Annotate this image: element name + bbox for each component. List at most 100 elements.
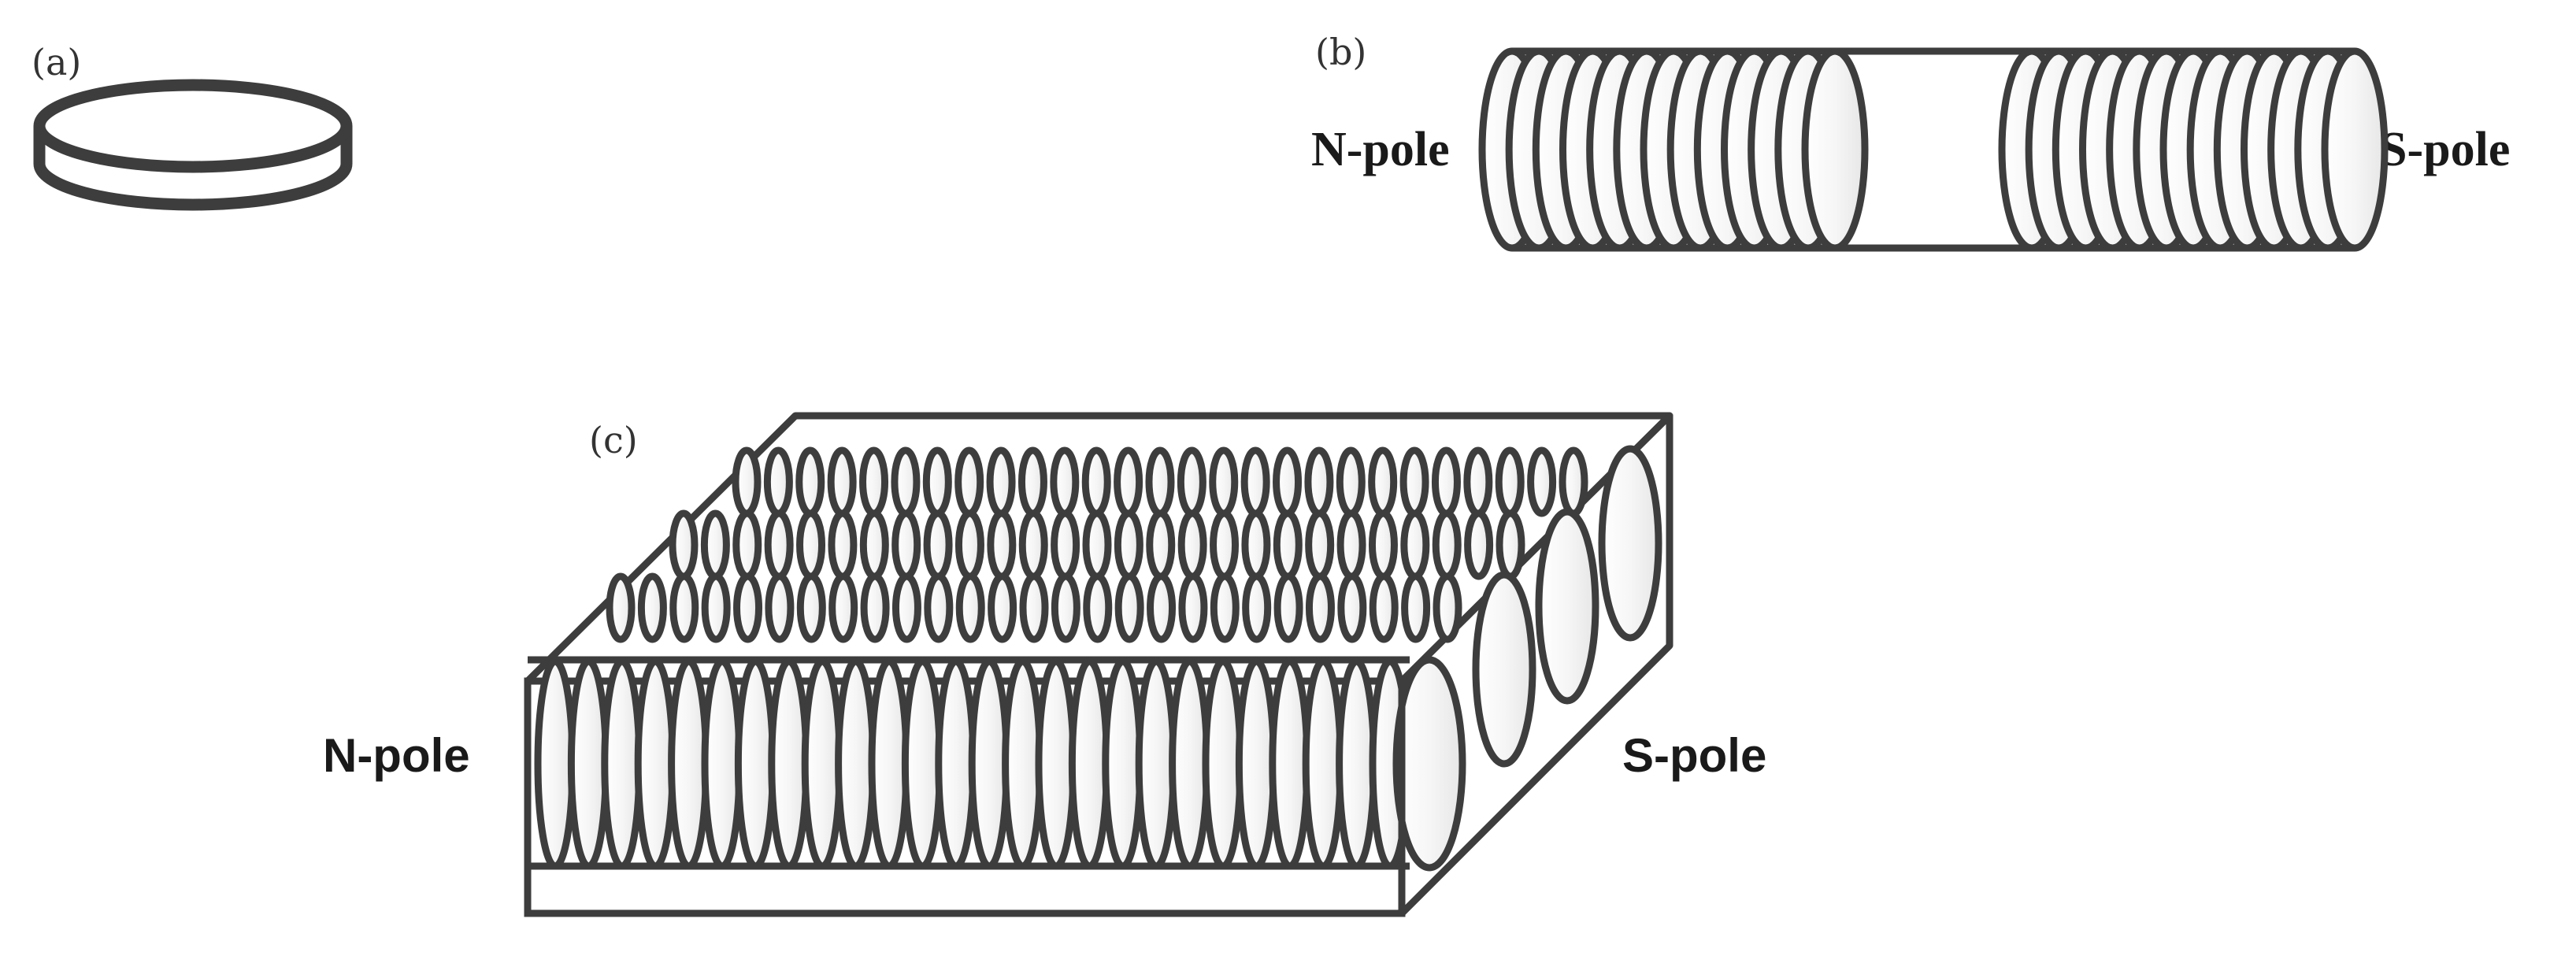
panel-a: (a)	[32, 41, 353, 211]
disc-magnet	[968, 657, 1010, 870]
disc-magnet	[1146, 509, 1176, 580]
disc-magnet	[1114, 572, 1144, 643]
disc-magnet	[601, 657, 643, 870]
disc-stack-right	[1998, 47, 2389, 252]
disc-magnet	[764, 509, 794, 580]
disc-magnet	[1368, 446, 1398, 517]
disc-magnet	[1135, 657, 1177, 870]
disc-magnet	[567, 657, 610, 870]
disc-magnet	[1210, 572, 1240, 643]
panel-c-label: (c)	[589, 419, 638, 461]
disc-magnet	[835, 657, 877, 870]
disc-magnet	[1068, 657, 1110, 870]
disc-magnet	[1051, 509, 1080, 580]
disc-magnet	[700, 509, 730, 580]
panel-c: (c) N-pole S-pole	[323, 412, 1766, 917]
disc-magnet	[901, 657, 943, 870]
disc-magnet	[1169, 657, 1211, 870]
disc-magnet	[1369, 572, 1399, 643]
disc-magnet	[1102, 657, 1144, 870]
magnet-row-back-2	[669, 508, 1599, 705]
disc-magnet	[669, 572, 699, 643]
disc-magnet	[1147, 572, 1177, 643]
disc-magnet	[1464, 509, 1494, 580]
disc-magnet	[701, 657, 743, 870]
disc-magnet	[1081, 446, 1111, 517]
disc-magnet	[1273, 446, 1303, 517]
disc-magnet	[1463, 446, 1493, 517]
disc-magnet	[988, 572, 1017, 643]
s-pole-label-b: S-pole	[2380, 123, 2510, 176]
disc-magnet	[2321, 47, 2389, 252]
panel-b: (b) N-pole S-pole	[1311, 31, 2510, 252]
disc-magnet	[1202, 657, 1244, 870]
disc-magnet	[701, 572, 731, 643]
disc-magnet	[868, 657, 910, 870]
disc-magnet	[860, 572, 890, 643]
disc-magnet	[1431, 446, 1461, 517]
disc-magnet	[1336, 446, 1366, 517]
disc-magnet	[1242, 572, 1272, 643]
disc-magnet	[796, 509, 826, 580]
disc-magnet	[859, 509, 889, 580]
disc-magnet	[1336, 509, 1366, 580]
disc-magnet	[954, 509, 984, 580]
disc-magnet	[1177, 509, 1207, 580]
disc-magnet	[1433, 572, 1462, 643]
disc-magnet	[859, 446, 889, 517]
disc-magnet	[1051, 572, 1080, 643]
disc-magnet	[1399, 446, 1429, 517]
disc-magnet	[1018, 509, 1048, 580]
disc-magnet	[1401, 572, 1431, 643]
magnet-row-front	[524, 656, 1466, 917]
row-end-disc	[1472, 571, 1536, 768]
s-pole-label-c: S-pole	[1622, 729, 1766, 782]
disc-magnet	[1495, 446, 1525, 517]
disc-stack-b	[1478, 47, 2389, 252]
disc-magnet	[891, 572, 921, 643]
disc-magnet	[1496, 509, 1525, 580]
disc-magnet	[768, 657, 810, 870]
disc-magnet	[891, 446, 921, 517]
disc-magnet	[987, 509, 1017, 580]
disc-magnet	[1801, 47, 1869, 252]
row-end-disc	[1598, 445, 1662, 642]
disc-magnet	[634, 657, 676, 870]
disc-magnet	[1269, 657, 1311, 870]
disc-magnet	[891, 509, 921, 580]
single-disc-magnet	[33, 79, 353, 211]
disc-magnet	[1337, 572, 1367, 643]
disc-magnet	[1035, 657, 1077, 870]
disc-magnet	[1559, 446, 1588, 517]
disc-magnet	[1082, 509, 1112, 580]
disc-magnet	[1019, 572, 1049, 643]
disc-magnet	[924, 572, 954, 643]
disc-magnet	[1273, 572, 1303, 643]
disc-magnet	[1241, 509, 1271, 580]
disc-magnet	[935, 657, 977, 870]
disc-magnet	[954, 446, 984, 517]
panel-a-label: (a)	[32, 41, 81, 83]
disc-magnet	[733, 572, 763, 643]
disc-magnet	[765, 572, 795, 643]
magnet-row-back-1	[732, 445, 1662, 642]
disc-magnet	[534, 657, 576, 870]
magnet-array-c	[524, 412, 1673, 917]
row-end-disc	[1535, 508, 1599, 705]
magnet-row-back-3	[606, 571, 1536, 768]
disc-magnet	[828, 572, 858, 643]
disc-magnet	[1305, 509, 1335, 580]
n-pole-label-c: N-pole	[323, 729, 470, 782]
disc-magnet	[796, 572, 826, 643]
disc-magnet	[955, 572, 985, 643]
disc-magnet	[1368, 509, 1398, 580]
disc-magnet	[732, 446, 762, 517]
disc-magnet	[668, 657, 710, 870]
disc-magnet	[1178, 572, 1208, 643]
disc-magnet	[1145, 446, 1175, 517]
disc-magnet	[606, 572, 636, 643]
disc-stack-left	[1478, 47, 1869, 252]
disc-magnet	[1177, 446, 1206, 517]
disc-magnet	[1083, 572, 1113, 643]
